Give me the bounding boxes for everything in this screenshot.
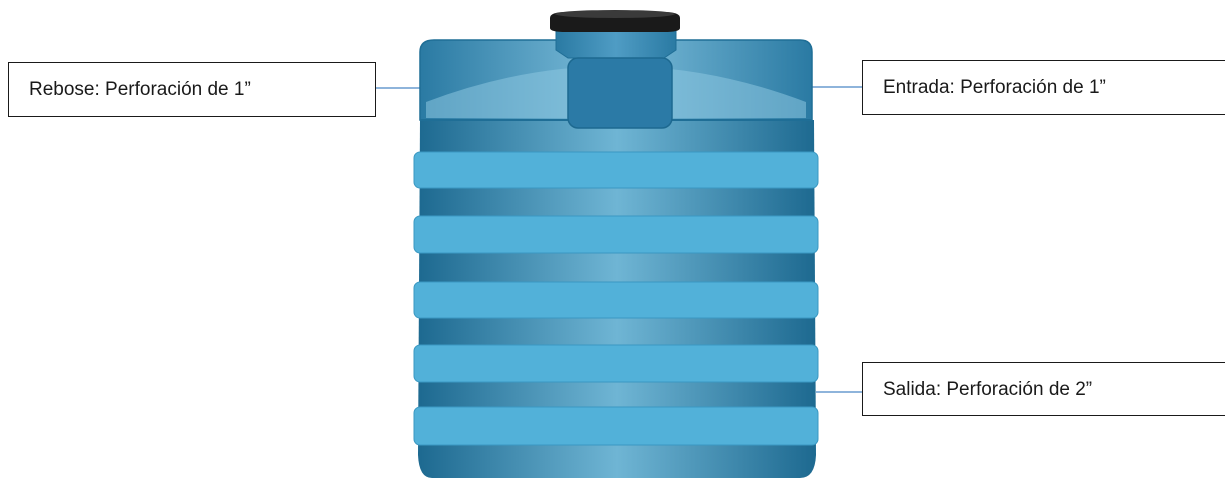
- tank-front-panel: [568, 58, 672, 128]
- label-rebose-text: Rebose: Perforación de 1”: [29, 80, 251, 99]
- label-salida-text: Salida: Perforación de 2”: [883, 380, 1092, 399]
- tank-band: [414, 152, 818, 188]
- tank-lid-top: [555, 10, 675, 18]
- tank-neck: [556, 30, 676, 58]
- tank-band: [414, 407, 818, 445]
- label-rebose: Rebose: Perforación de 1”: [8, 62, 376, 117]
- label-entrada: Entrada: Perforación de 1”: [862, 60, 1225, 115]
- tank-band: [414, 282, 818, 318]
- label-salida: Salida: Perforación de 2”: [862, 362, 1225, 416]
- tank-band: [414, 216, 818, 253]
- label-entrada-text: Entrada: Perforación de 1”: [883, 78, 1106, 97]
- tank-band: [414, 345, 818, 382]
